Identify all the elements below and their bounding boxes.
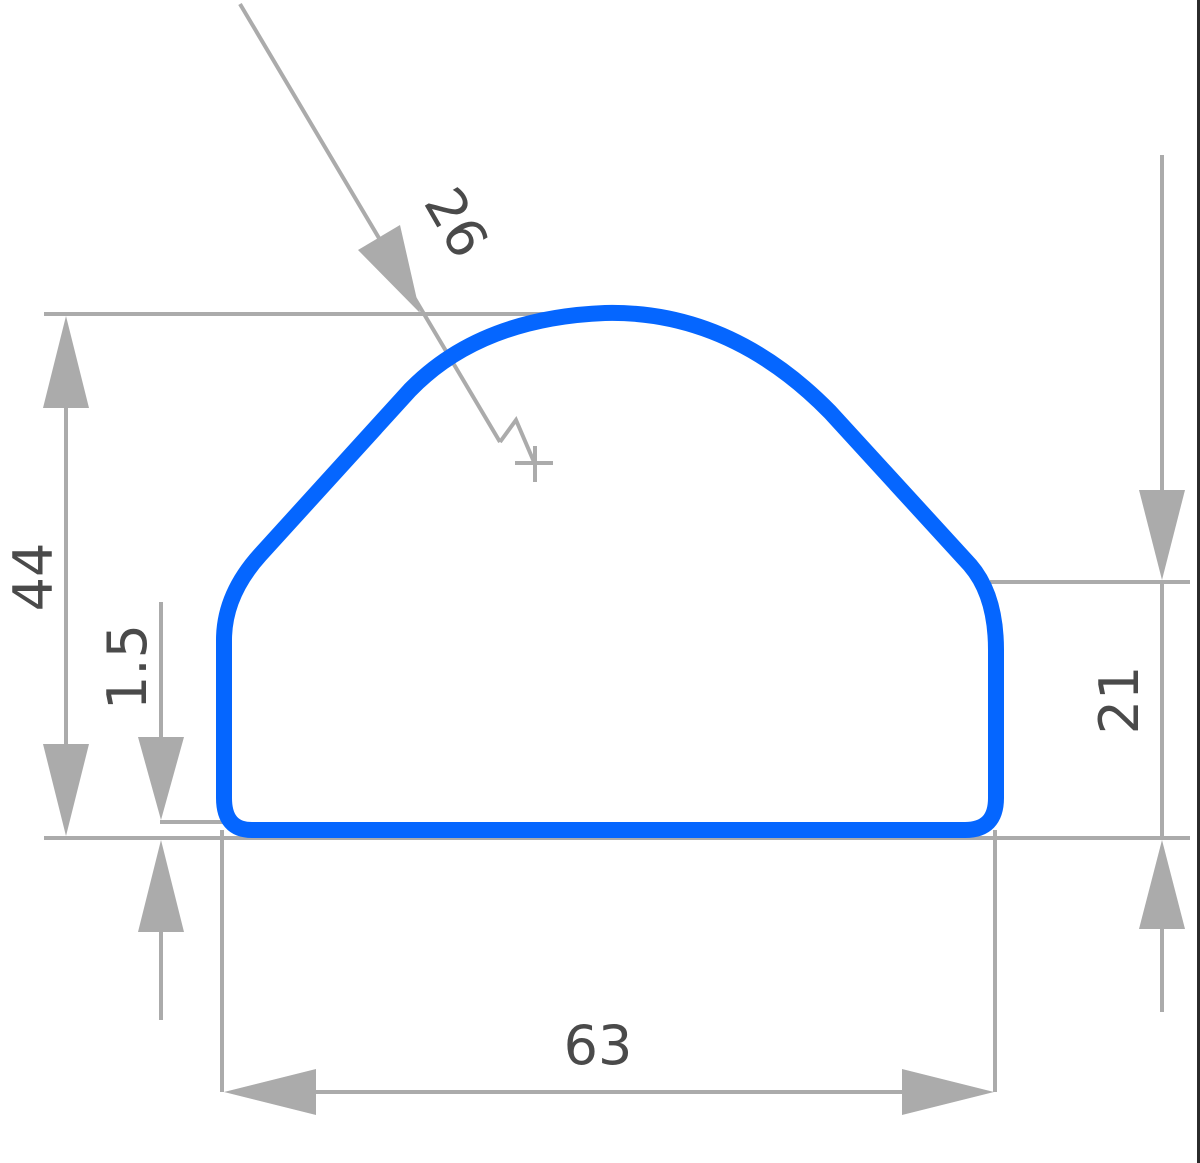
arrow-down-icon — [1139, 490, 1185, 580]
arrow-down-right-icon — [358, 225, 420, 313]
right-border — [1197, 0, 1200, 1163]
break-symbol — [498, 415, 536, 463]
width-63-dimension: 63 — [224, 1014, 994, 1115]
height-44-dimension: 44 — [2, 316, 89, 836]
arrow-down-icon — [43, 744, 89, 836]
arrow-up-icon — [43, 316, 89, 408]
arrow-up-icon — [138, 840, 184, 932]
radius-26-label: 26 — [412, 177, 501, 268]
thickness-1-5-dimension: 1.5 — [96, 602, 184, 1020]
arrow-right-icon — [902, 1069, 994, 1115]
width-63-label: 63 — [564, 1014, 633, 1077]
side-height-21-label: 21 — [1088, 666, 1151, 735]
arrow-down-icon — [138, 737, 184, 820]
arrow-left-icon — [224, 1069, 316, 1115]
thickness-1-5-label: 1.5 — [96, 624, 159, 710]
arrow-up-icon — [1139, 840, 1185, 929]
height-44-label: 44 — [2, 543, 65, 612]
profile-outline — [216, 304, 1004, 838]
side-height-21-dimension: 21 — [1088, 155, 1185, 1012]
